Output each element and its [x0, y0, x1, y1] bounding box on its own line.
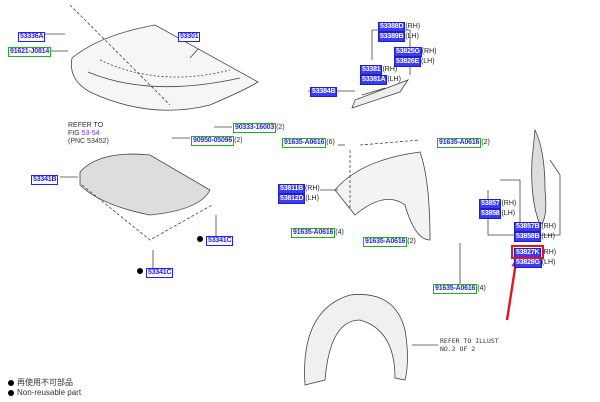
label-bracket-b[interactable]: 53857B(RH)53858B(LH)	[514, 222, 557, 242]
fig-link[interactable]: 53-54	[81, 130, 100, 137]
label-insulator[interactable]: 53341B	[31, 175, 59, 185]
hood-insulator	[79, 153, 211, 216]
label-fender-bolt-5[interactable]: 91635-A0616(4)	[433, 284, 486, 294]
label-fender[interactable]: 53811B(RH)53812D(LH)	[278, 184, 320, 204]
non-reusable-dot-icon	[137, 268, 143, 274]
highlight-box	[511, 245, 544, 259]
label-cowl-c[interactable]: 53381(RH)53381A(LH)	[360, 65, 401, 85]
non-reusable-dot-icon	[8, 380, 14, 386]
non-reusable-dot-icon	[197, 236, 203, 242]
label-insulator-clip-2[interactable]: 53341C	[137, 268, 174, 278]
fender-liner	[304, 294, 408, 386]
label-fender-bolt-2[interactable]: 91635-A0616(2)	[437, 138, 490, 148]
non-reusable-dot-icon	[8, 390, 14, 396]
fender-bracket	[531, 128, 547, 226]
label-fender-bolt-1[interactable]: 91635-A0616(6)	[282, 138, 335, 148]
label-cowl-a[interactable]: 53388D(RH)53389B(LH)	[378, 22, 421, 42]
label-hood-bolt-2[interactable]: 90950-05096(2)	[191, 136, 243, 146]
cowl-seal	[351, 79, 410, 109]
label-fender-bolt-4[interactable]: 91635-A0616(2)	[363, 237, 416, 247]
label-hinge-bolt[interactable]: 91621-J0814	[8, 47, 52, 57]
label-hood-bolt-1[interactable]: 90333-16003(2)	[233, 123, 285, 133]
label-bracket-a[interactable]: 53857(RH)53858(LH)	[479, 199, 517, 219]
label-hood-hinge[interactable]: 53336A	[18, 32, 46, 42]
label-fender-bolt-3[interactable]: 91635-A0616(4)	[291, 228, 344, 238]
label-cowl-clip[interactable]: 53384B	[310, 87, 338, 97]
label-insulator-clip-1[interactable]: 53341C	[197, 236, 234, 246]
label-hood[interactable]: 53301	[178, 32, 201, 42]
fender-panel	[334, 151, 431, 241]
hood-panel	[71, 24, 259, 111]
label-cowl-b[interactable]: 53825G(RH)53826E(LH)	[394, 47, 437, 67]
